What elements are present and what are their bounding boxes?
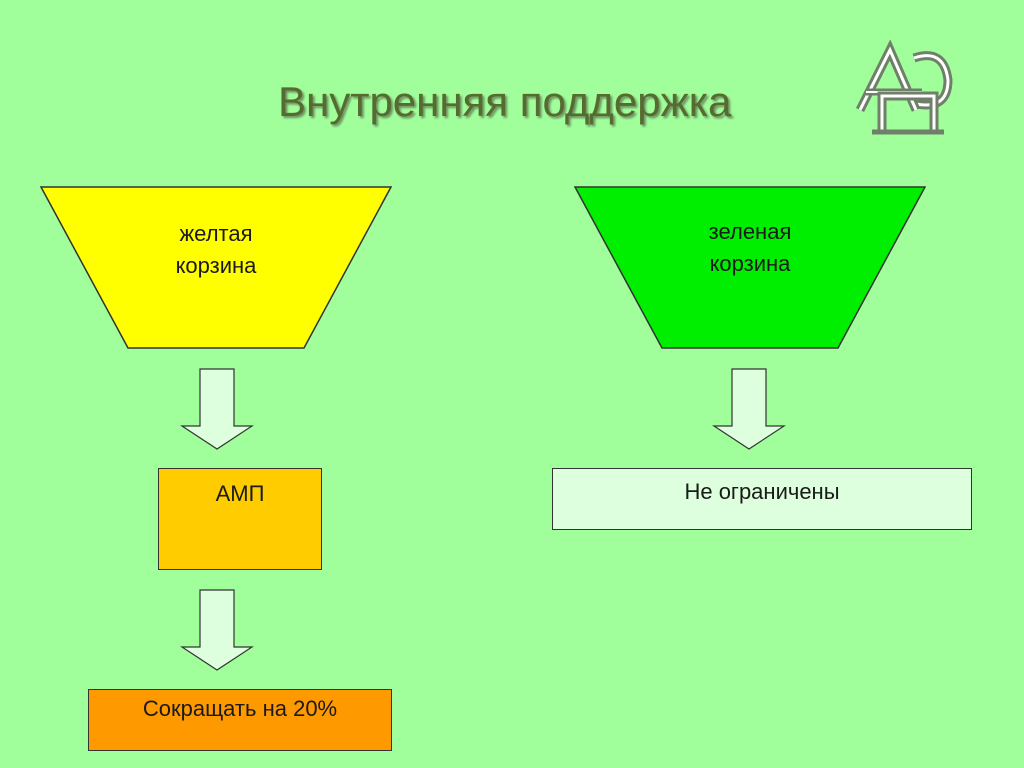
logo [852, 39, 962, 140]
green-basket-funnel: зеленая корзина [574, 186, 926, 350]
slide-title: Внутренняя поддержка [278, 78, 732, 125]
reduce-box: Сокращать на 20% [88, 689, 392, 751]
yellow-basket-line2: корзина [175, 253, 257, 278]
green-basket-line1: зеленая [708, 219, 792, 244]
green-basket-line2: корзина [709, 251, 791, 276]
yellow-basket-funnel: желтая корзина [40, 186, 392, 350]
down-arrow-left-1 [179, 368, 255, 450]
down-arrow-right-1 [711, 368, 787, 450]
unlimited-box: Не ограничены [552, 468, 972, 530]
reduce-box-label: Сокращать на 20% [142, 696, 338, 721]
yellow-basket-line1: желтая [179, 221, 253, 246]
amp-box: АМП [158, 468, 322, 570]
amp-box-label: АМП [215, 481, 265, 506]
down-arrow-left-2 [179, 589, 255, 671]
unlimited-box-label: Не ограничены [684, 479, 840, 504]
